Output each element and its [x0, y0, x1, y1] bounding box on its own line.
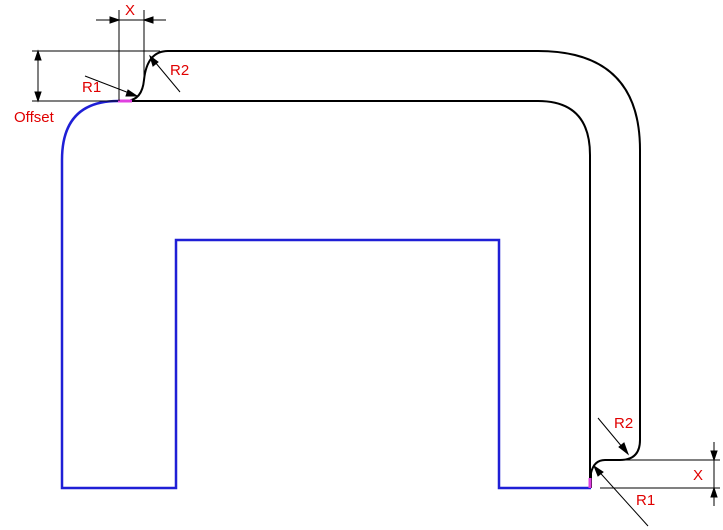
- dimension-x-top: [96, 10, 166, 101]
- label-r1-bottom: R1: [636, 492, 655, 509]
- leader-r1-bottom: [592, 464, 649, 527]
- offset-inner-edge: [125, 100, 591, 488]
- label-r2-top: R2: [170, 62, 189, 79]
- label-offset: Offset: [14, 109, 55, 126]
- offset-outer-edge: [124, 50, 641, 488]
- leader-r2-top: [149, 54, 181, 93]
- leader-r1-top: [84, 75, 139, 97]
- label-r2-bottom: R2: [614, 415, 633, 432]
- base-profile-outline: [60, 99, 591, 490]
- dimension-offset: [32, 49, 160, 103]
- leader-r2-bottom: [597, 417, 630, 456]
- label-x-right: X: [693, 467, 703, 484]
- dimension-x-right: [600, 442, 720, 506]
- label-r1-top: R1: [82, 79, 101, 96]
- label-x-top: X: [125, 2, 135, 19]
